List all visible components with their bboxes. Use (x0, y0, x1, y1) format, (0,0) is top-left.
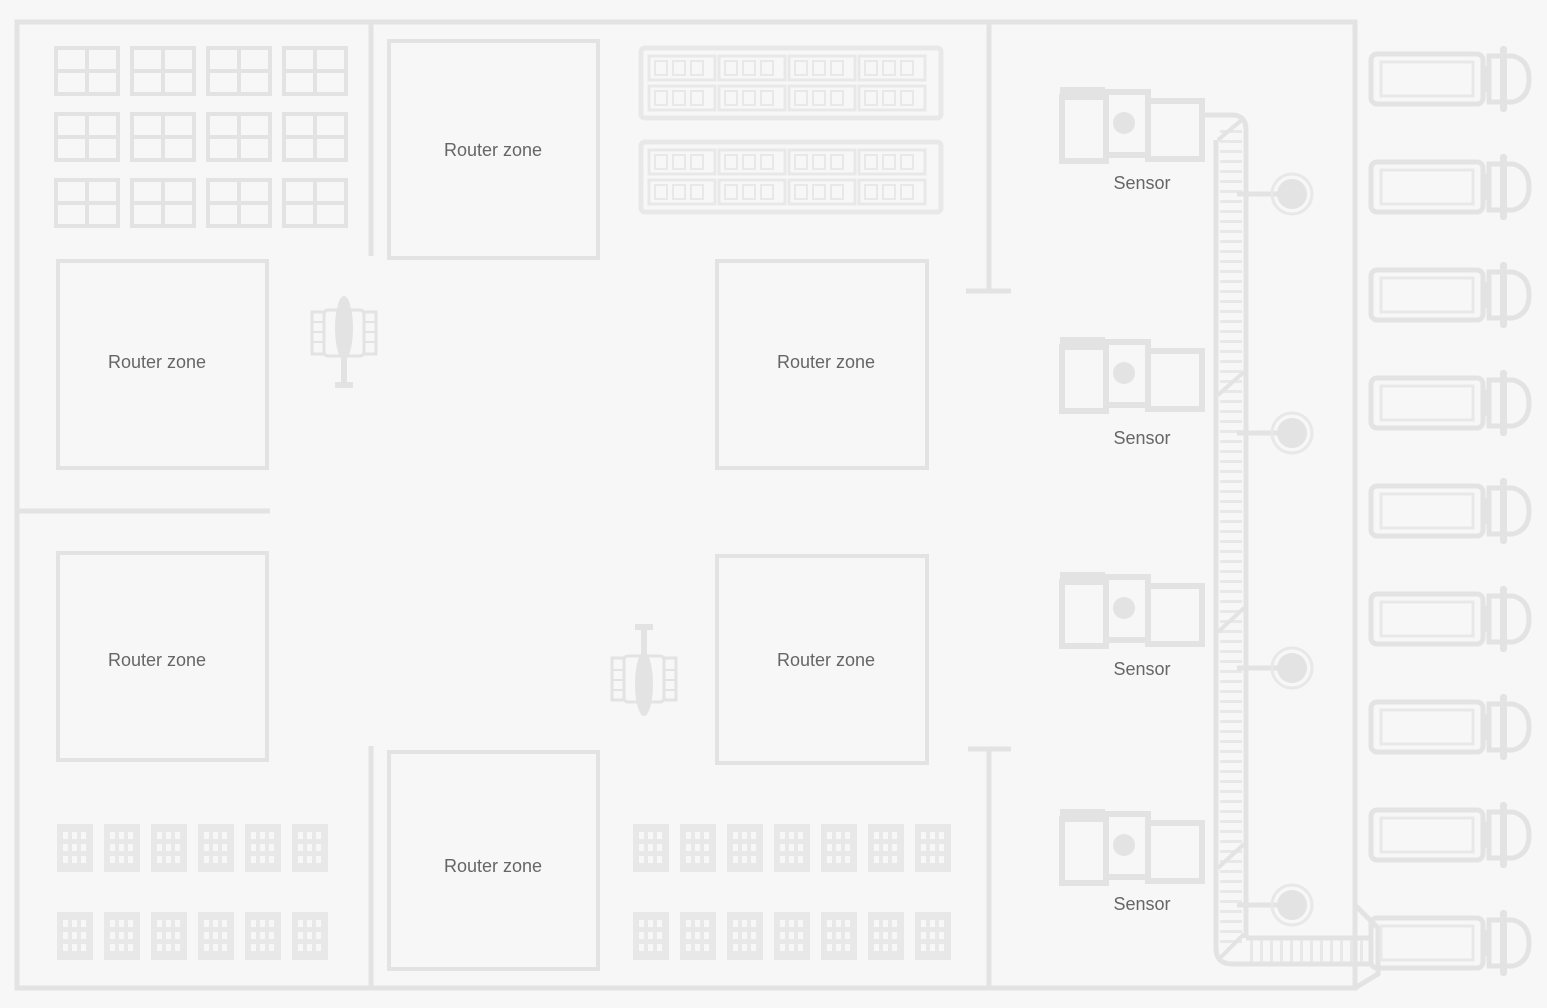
router-zone-label: Router zone (108, 650, 206, 670)
router-zone-label: Router zone (108, 352, 206, 372)
truck-icon (1371, 802, 1529, 868)
sensor-label: Sensor (1113, 659, 1170, 679)
storage-bin-icon (57, 824, 328, 960)
router-zone: Router zone (715, 554, 929, 765)
truck-icon (1371, 694, 1529, 760)
sensor-station: Sensor (1060, 337, 1202, 448)
storage-bin-icon (633, 824, 951, 960)
sensor-station: Sensor (1060, 572, 1202, 679)
router-zone: Router zone (387, 750, 600, 971)
forklift-icon (310, 294, 378, 390)
shelf-unit-icon (54, 46, 348, 228)
truck-icon (1371, 154, 1529, 220)
router-zone: Router zone (56, 551, 269, 762)
sensor-station-icon (1060, 337, 1202, 411)
router-zone-label: Router zone (777, 650, 875, 670)
router-zone: Router zone (387, 39, 600, 260)
truck-icon (1371, 586, 1529, 652)
sensor-label: Sensor (1113, 894, 1170, 914)
router-zone: Router zone (56, 259, 269, 470)
router-zone-label: Router zone (444, 140, 542, 160)
sensor-label: Sensor (1113, 428, 1170, 448)
sensor-label: Sensor (1113, 173, 1170, 193)
truck-icon (1371, 46, 1529, 112)
sensor-station: Sensor (1060, 87, 1202, 193)
conveyor-icon (1202, 112, 1381, 991)
building-outline (14, 19, 1358, 991)
sensor-station-icon (1060, 809, 1202, 883)
interior-walls (17, 22, 1011, 988)
router-zone-label: Router zone (444, 856, 542, 876)
forklift-icon (610, 622, 678, 718)
server-rack-icon (641, 48, 941, 212)
sensor-station-icon (1060, 572, 1202, 646)
sensor-station-icon (1060, 87, 1202, 161)
router-zone-label: Router zone (777, 352, 875, 372)
truck-icon (1371, 262, 1529, 328)
sensor-station: Sensor (1060, 809, 1202, 914)
truck-icon (1371, 478, 1529, 544)
truck-icon (1371, 370, 1529, 436)
truck-icon (1371, 910, 1529, 976)
router-zone: Router zone (715, 259, 929, 470)
